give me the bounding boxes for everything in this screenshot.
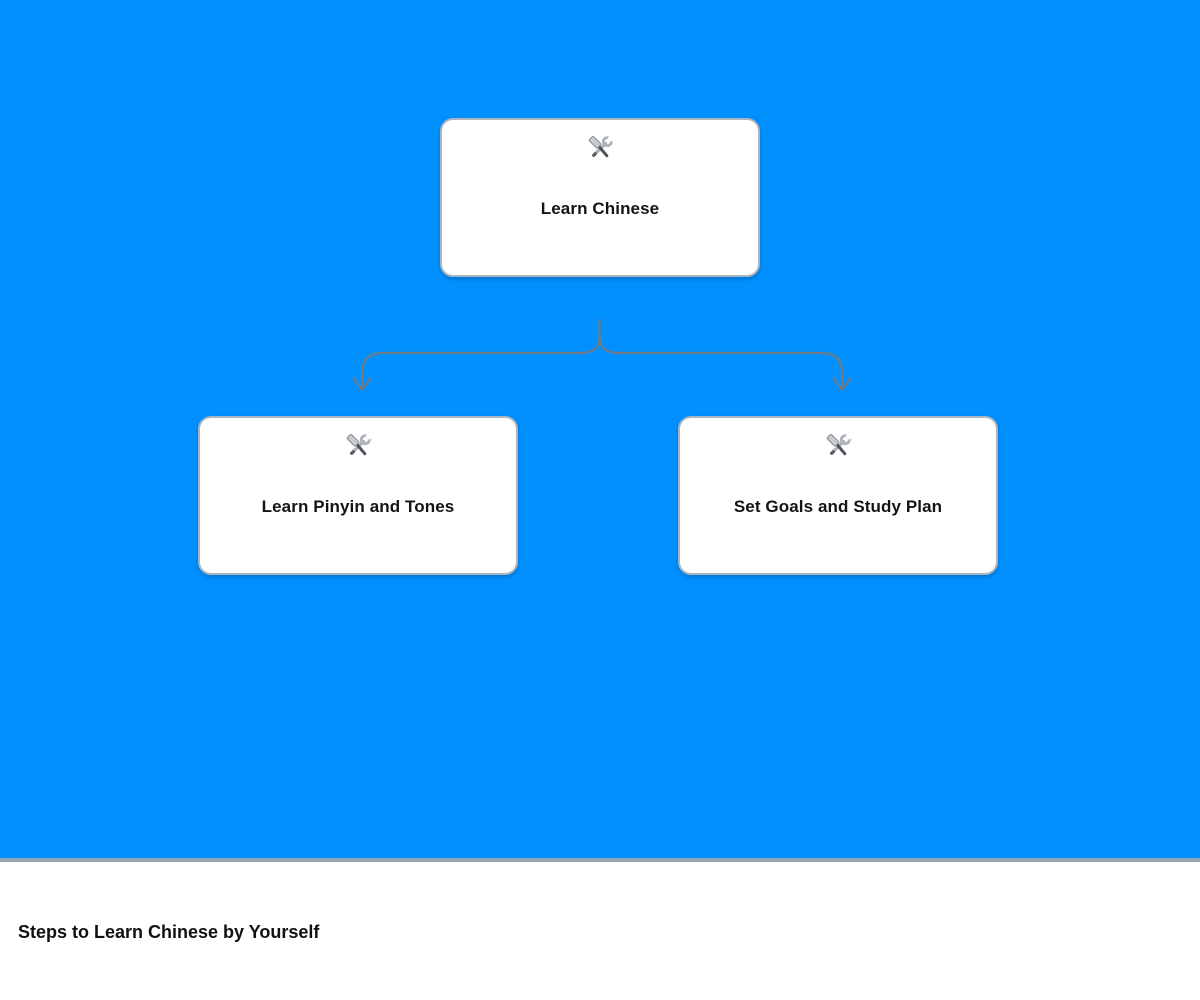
node-set-goals-and-study-plan[interactable]: Set Goals and Study Plan — [678, 416, 998, 575]
node-learn-chinese[interactable]: Learn Chinese — [440, 118, 760, 277]
mindmap-canvas[interactable]: Learn Chinese Learn Pinyin and Tones — [0, 0, 1200, 858]
node-label: Set Goals and Study Plan — [733, 497, 943, 516]
node-learn-pinyin-and-tones[interactable]: Learn Pinyin and Tones — [198, 416, 518, 575]
node-label: Learn Pinyin and Tones — [261, 497, 455, 516]
diagram-title: Steps to Learn Chinese by Yourself — [18, 922, 320, 942]
hammer-and-wrench-icon — [344, 431, 373, 461]
hammer-and-wrench-icon — [824, 431, 853, 461]
caption-bar: Steps to Learn Chinese by Yourself — [0, 862, 1200, 1000]
hammer-and-wrench-icon — [586, 133, 615, 163]
divider-line — [0, 858, 1200, 862]
node-label: Learn Chinese — [540, 199, 660, 218]
